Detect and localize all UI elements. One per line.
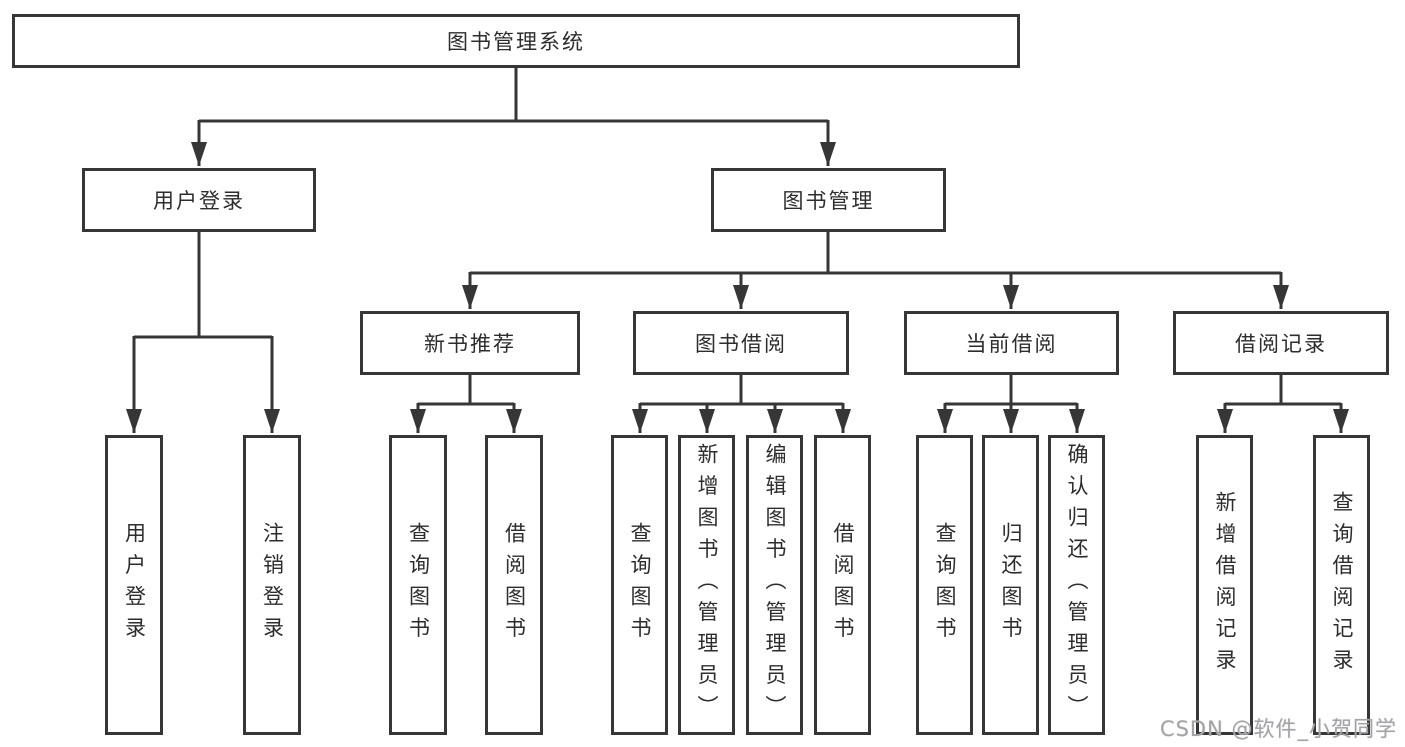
node-label: 归还图书 [999, 522, 1023, 648]
node-borrow-records: 借阅记录 [1173, 311, 1389, 375]
leaf-query-books-recommend: 查询图书 [389, 435, 447, 735]
node-label: 新增借阅记录 [1213, 490, 1237, 680]
node-label: 借阅图书 [502, 522, 527, 648]
node-label: 用户登录 [122, 522, 147, 648]
node-label: 确认归还（管理员） [1065, 443, 1089, 727]
node-label: 图书借阅 [695, 332, 787, 356]
node-label: 查询图书 [933, 522, 957, 648]
node-current-borrow: 当前借阅 [904, 311, 1119, 375]
leaf-edit-book-admin: 编辑图书（管理员） [746, 435, 803, 735]
leaf-add-borrow-record: 新增借阅记录 [1196, 435, 1253, 735]
leaf-return-book: 归还图书 [982, 435, 1039, 735]
node-book-borrow: 图书借阅 [633, 311, 849, 375]
node-label: 图书管理系统 [447, 30, 585, 54]
node-user-login: 用户登录 [82, 168, 316, 232]
node-label: 查询图书 [628, 522, 652, 648]
node-label: 查询图书 [406, 522, 431, 648]
node-label: 图书管理 [782, 189, 875, 213]
node-label: 借阅记录 [1235, 332, 1327, 356]
leaf-borrow-book: 借阅图书 [814, 435, 871, 735]
node-label: 注销登录 [260, 522, 285, 648]
node-label: 借阅图书 [831, 522, 855, 648]
node-label: 新增图书（管理员） [695, 443, 719, 727]
leaf-borrow-books-recommend: 借阅图书 [485, 435, 543, 735]
node-root-library-system: 图书管理系统 [12, 14, 1020, 68]
node-label: 用户登录 [153, 189, 245, 213]
leaf-user-login: 用户登录 [105, 435, 163, 735]
node-book-management: 图书管理 [711, 168, 946, 232]
csdn-watermark: CSDN @软件_小贺同学 [1159, 717, 1397, 741]
leaf-logout: 注销登录 [243, 435, 301, 735]
node-label: 查询借阅记录 [1330, 490, 1354, 680]
leaf-query-books-borrow: 查询图书 [611, 435, 668, 735]
leaf-query-borrow-record: 查询借阅记录 [1313, 435, 1370, 735]
node-label: 当前借阅 [965, 332, 1058, 356]
leaf-confirm-return-admin: 确认归还（管理员） [1048, 435, 1105, 735]
leaf-add-book-admin: 新增图书（管理员） [678, 435, 735, 735]
node-label: 新书推荐 [424, 332, 516, 356]
node-new-book-recommend: 新书推荐 [360, 311, 580, 375]
leaf-query-books-current: 查询图书 [916, 435, 973, 735]
node-label: 编辑图书（管理员） [763, 443, 787, 727]
